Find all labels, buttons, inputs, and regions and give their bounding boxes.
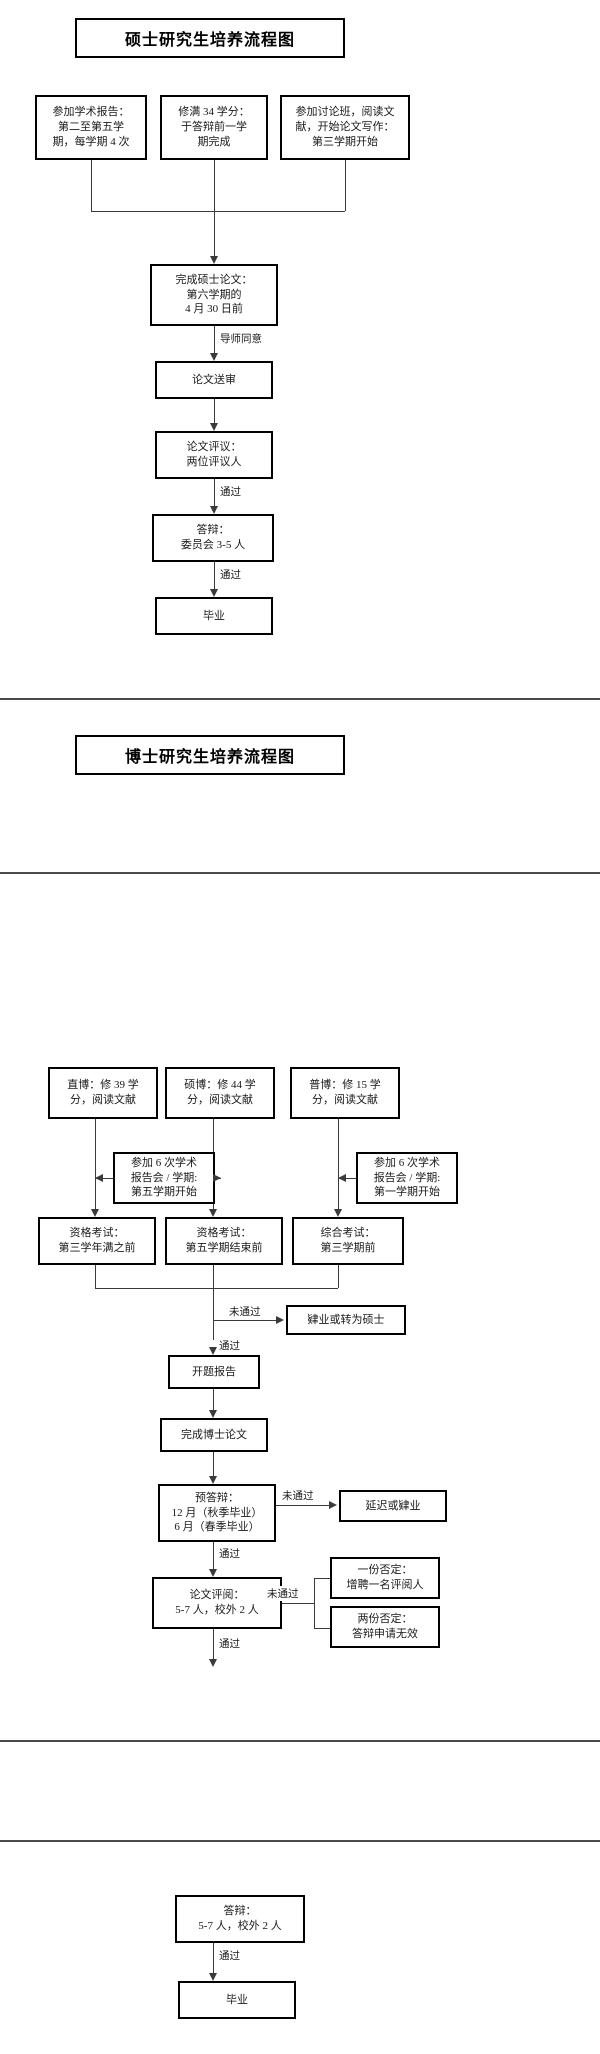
- arrow-fail-to-dropout: [276, 1316, 284, 1324]
- box-doctor-thesis-review: 论文评阅： 5-7 人，校外 2 人: [152, 1577, 282, 1629]
- box-submit-review: 论文送审: [155, 361, 273, 399]
- box-pre-defense: 预答辩： 12 月（秋季毕业） 6 月（春季毕业）: [158, 1484, 276, 1542]
- connector-thesis-to-predefense: [213, 1452, 214, 1478]
- box-seminar: 参加讨论班，阅读文 献，开始论文写作： 第三学期开始: [280, 95, 410, 160]
- connector-review-pass-down: [213, 1629, 214, 1661]
- label-review-pass: 通过: [218, 1636, 241, 1651]
- box-two-negative: 两份否定： 答辩申请无效: [330, 1606, 440, 1648]
- doctor-title-text: 博士研究生培养流程图: [124, 749, 295, 766]
- arrow-defense-to-graduate: [210, 589, 218, 597]
- box-final-graduate: 毕业: [178, 1981, 296, 2019]
- arrow-general-phd-to-exam: [334, 1209, 342, 1217]
- label-exam-not-pass: 未通过: [228, 1304, 262, 1319]
- box-proposal: 开题报告: [168, 1355, 260, 1389]
- connector-fail-to-dropout: [213, 1320, 278, 1321]
- connector-submit-to-review: [214, 399, 215, 425]
- box-one-negative: 一份否定： 增聘一名评阅人: [330, 1557, 440, 1599]
- label-review-not-pass: 未通过: [266, 1586, 300, 1601]
- box-direct-phd: 直博：修 39 学 分，阅读文献: [48, 1067, 158, 1119]
- connector-proposal-to-thesis: [213, 1389, 214, 1412]
- label-advisor-agree: 导师同意: [219, 331, 263, 346]
- box-qualify-exam-y3: 资格考试： 第三学年满之前: [38, 1217, 156, 1265]
- arrow-reports5-left: [95, 1174, 103, 1182]
- doctor-title-box: 博士研究生培养流程图: [75, 735, 345, 775]
- box-thesis-review: 论文评议： 两位评议人: [155, 431, 273, 479]
- arrow-review-pass-down: [209, 1659, 217, 1667]
- master-title-box: 硕士研究生培养流程图: [75, 18, 345, 58]
- bus-bar-exams: [95, 1288, 338, 1289]
- spine-general-phd: [338, 1119, 339, 1214]
- connector-reports1-to-left: [338, 1178, 356, 1179]
- connector-predefense-fail: [276, 1505, 331, 1506]
- box-reports-sem1: 参加 6 次学术 报告会 / 学期: 第一学期开始: [356, 1152, 458, 1204]
- connector-reports5-to-left: [95, 1178, 113, 1179]
- connector-defense-to-graduate: [214, 562, 215, 591]
- label-final-pass: 通过: [218, 1948, 241, 1963]
- box-general-phd: 普博：修 15 学 分，阅读文献: [290, 1067, 400, 1119]
- box-credits: 修满 34 学分： 于答辩前一学 期完成: [160, 95, 268, 160]
- arrow-submit-to-review: [210, 423, 218, 431]
- connector-exam-left-down: [95, 1265, 96, 1288]
- arrow-predefense-to-review: [209, 1569, 217, 1577]
- box-dropout-or-master: 肄业或转为硕士: [286, 1305, 406, 1335]
- box-academic-report: 参加学术报告： 第二至第五学 期，每学期 4 次: [35, 95, 147, 160]
- arrow-thesis-to-predefense: [209, 1476, 217, 1484]
- arrow-to-proposal: [209, 1347, 217, 1355]
- arrow-final-defense-to-graduate: [209, 1973, 217, 1981]
- connector-seminar-down: [345, 160, 346, 211]
- box-master-phd: 硕博：修 44 学 分，阅读文献: [165, 1067, 275, 1119]
- arrow-reports5-right: [213, 1174, 221, 1182]
- connector-review-fail-top: [314, 1578, 330, 1579]
- box-reports-sem5: 参加 6 次学术 报告会 / 学期: 第五学期开始: [113, 1152, 215, 1204]
- divider-three: [0, 1740, 600, 1742]
- arrow-review-to-defense: [210, 506, 218, 514]
- connector-exam-right-down: [338, 1265, 339, 1288]
- label-predefense-pass: 通过: [218, 1546, 241, 1561]
- connector-final-defense-to-graduate: [213, 1943, 214, 1975]
- connector-credits-down: [214, 160, 215, 235]
- label-exam-pass: 通过: [218, 1338, 241, 1353]
- connector-predefense-to-review: [213, 1542, 214, 1571]
- divider-two: [0, 872, 600, 874]
- label-pass-review: 通过: [219, 484, 242, 499]
- arrow-master-phd-to-exam: [209, 1209, 217, 1217]
- connector-bus-to-thesis: [214, 211, 215, 258]
- connector-academic-report-down: [91, 160, 92, 211]
- connector-exams-to-proposal: [213, 1265, 214, 1340]
- arrow-direct-phd-to-exam: [91, 1209, 99, 1217]
- connector-review-to-defense: [214, 479, 215, 508]
- label-predefense-not-pass: 未通过: [281, 1488, 315, 1503]
- arrow-thesis-to-submit: [210, 353, 218, 361]
- divider-one: [0, 698, 600, 700]
- connector-thesis-to-submit: [214, 326, 215, 355]
- divider-four: [0, 1840, 600, 1842]
- label-pass-defense: 通过: [219, 567, 242, 582]
- bus-bar-master: [91, 211, 345, 212]
- arrow-bus-to-thesis: [210, 256, 218, 264]
- box-postpone-or-dropout: 延迟或肄业: [339, 1490, 447, 1522]
- connector-review-fail-split: [314, 1578, 315, 1628]
- arrow-predefense-fail: [329, 1501, 337, 1509]
- box-master-defense: 答辩： 委员会 3-5 人: [152, 514, 274, 562]
- box-finish-master-thesis: 完成硕士论文： 第六学期的 4 月 30 日前: [150, 264, 278, 326]
- box-comprehensive-exam: 综合考试： 第三学期前: [292, 1217, 404, 1265]
- master-title-text: 硕士研究生培养流程图: [124, 32, 295, 49]
- box-final-defense: 答辩： 5-7 人，校外 2 人: [175, 1895, 305, 1943]
- arrow-reports1-left: [338, 1174, 346, 1182]
- box-master-graduate: 毕业: [155, 597, 273, 635]
- connector-review-fail-bottom: [314, 1628, 330, 1629]
- spine-direct-phd: [95, 1119, 96, 1214]
- box-qualify-exam-sem5: 资格考试： 第五学期结束前: [165, 1217, 283, 1265]
- box-finish-doctor-thesis: 完成博士论文: [160, 1418, 268, 1452]
- arrow-proposal-to-thesis: [209, 1410, 217, 1418]
- connector-review-fail: [282, 1603, 314, 1604]
